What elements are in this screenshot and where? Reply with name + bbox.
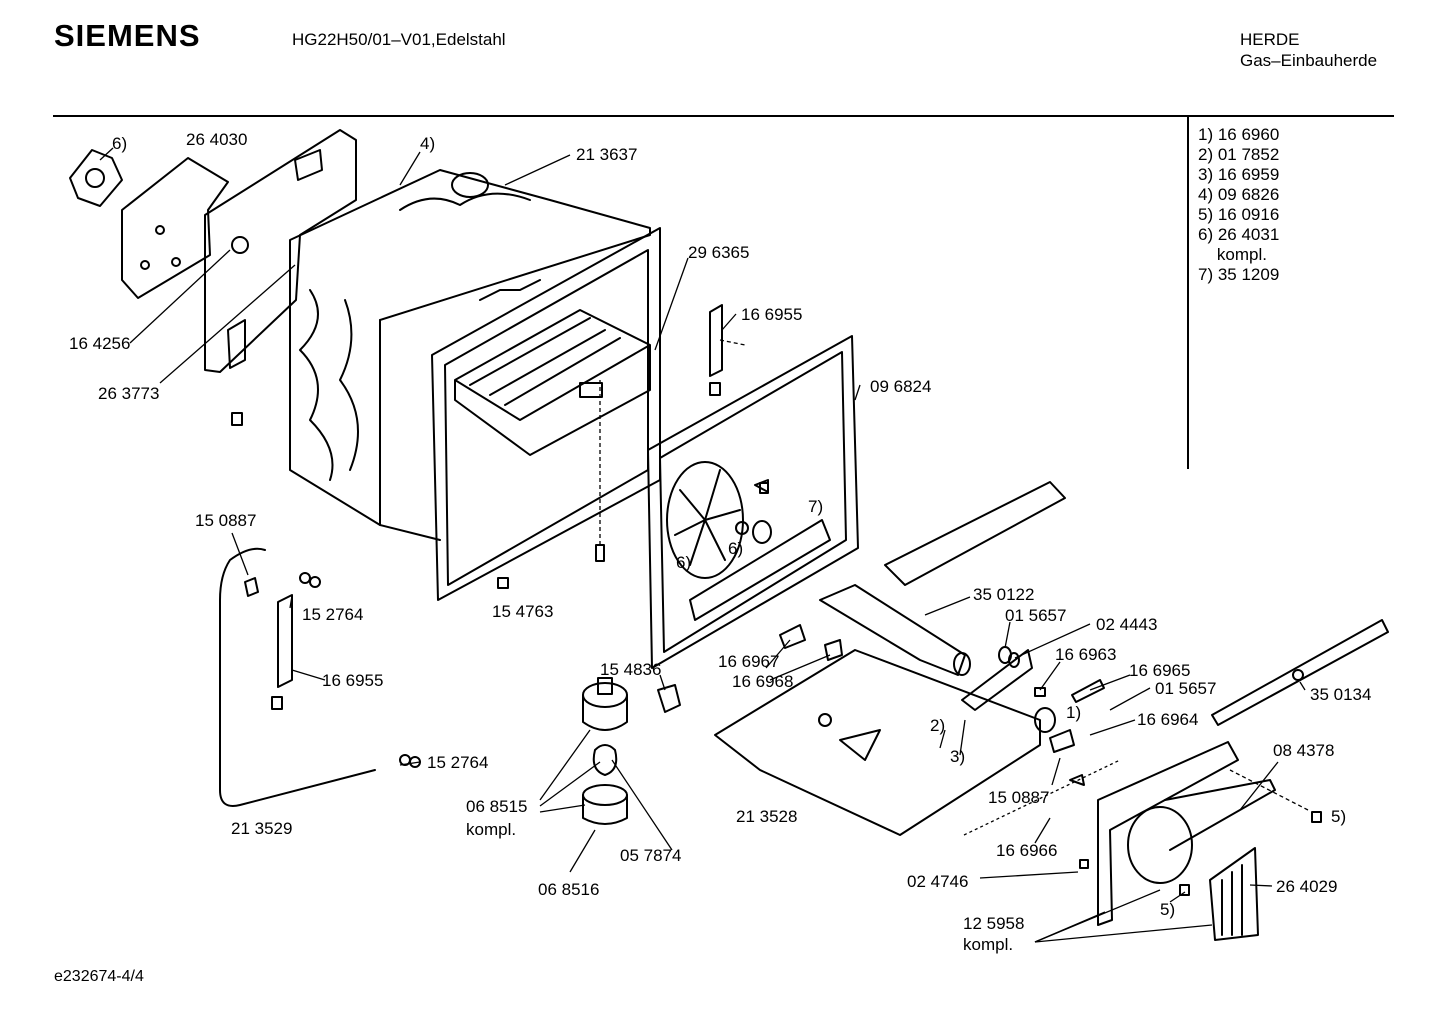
callout-label: 06 8516 <box>538 880 599 899</box>
bracket-top <box>709 304 723 377</box>
cavity-front-frame <box>431 227 661 601</box>
callout-label: 2) <box>930 716 945 735</box>
valve-bracket <box>961 649 1033 711</box>
callout-label: 02 4443 <box>1096 615 1157 634</box>
callout-labels: 6) 26 4030 4) 21 3637 29 6365 16 6955 16… <box>69 130 1371 954</box>
legend-divider <box>1187 117 1189 469</box>
callout-label: 26 4030 <box>186 130 247 149</box>
callout-label: 35 0134 <box>1310 685 1371 704</box>
heating-element <box>454 309 651 456</box>
callout-label: 35 0122 <box>973 585 1034 604</box>
callout-label: 26 4029 <box>1276 877 1337 896</box>
callout-label: 21 3528 <box>736 807 797 826</box>
callout-label: 06 8515 <box>466 797 527 816</box>
legend-item: 7) 35 1209 <box>1198 265 1280 284</box>
side-wall <box>1097 741 1239 926</box>
cover-plate <box>121 157 229 299</box>
nozzle-assembly <box>582 677 628 825</box>
legend-item: 2) 01 7852 <box>1198 145 1280 164</box>
callout-label: 16 6967 <box>718 652 779 671</box>
callout-label: 09 6824 <box>870 377 931 396</box>
callout-label: kompl. <box>466 820 516 839</box>
callout-label: 15 2764 <box>427 753 488 772</box>
legend-item: 5) 16 0916 <box>1198 205 1280 224</box>
callout-label: 21 3529 <box>231 819 292 838</box>
callout-label: 4) <box>420 134 435 153</box>
subcategory-label: Gas–Einbauherde <box>1240 51 1378 70</box>
legend-item: 1) 16 6960 <box>1198 125 1280 144</box>
drawing-id: e232674-4/4 <box>54 968 144 985</box>
callout-label: 05 7874 <box>620 846 681 865</box>
callout-label: 7) <box>808 497 823 516</box>
callout-label: 16 4256 <box>69 334 130 353</box>
burner-tube <box>819 584 966 676</box>
callout-label: 15 0887 <box>988 788 1049 807</box>
category-label: HERDE <box>1240 30 1300 49</box>
callout-label: 16 6966 <box>996 841 1057 860</box>
callout-label: 01 5657 <box>1005 606 1066 625</box>
thermostat-part <box>69 149 123 207</box>
oven-cavity <box>289 169 651 526</box>
callout-label: 15 2764 <box>302 605 363 624</box>
leader-lines <box>99 147 1309 943</box>
brand-logo: SIEMENS <box>54 18 201 53</box>
callout-label: 15 4836 <box>600 660 661 679</box>
grill-rack <box>1209 847 1259 941</box>
callout-label: 6) <box>112 134 127 153</box>
callout-label: 6) <box>676 553 691 572</box>
bottom-tray <box>714 649 1041 836</box>
callout-label: 16 6955 <box>322 671 383 690</box>
callout-label: 15 0887 <box>195 511 256 530</box>
callout-label: 6) <box>728 539 743 558</box>
callout-label: 1) <box>1066 703 1081 722</box>
legend-item: 4) 09 6826 <box>1198 185 1280 204</box>
callout-label: 21 3637 <box>576 145 637 164</box>
callout-label: 01 5657 <box>1155 679 1216 698</box>
top-rail <box>884 481 1066 586</box>
model-title: HG22H50/01–V01,Edelstahl <box>292 30 506 49</box>
header-rule <box>53 115 1394 117</box>
fan-bracket <box>689 519 831 621</box>
callout-label: 16 6965 <box>1129 661 1190 680</box>
callout-label: 3) <box>950 747 965 766</box>
callout-label: 16 6963 <box>1055 645 1116 664</box>
callout-label: 26 3773 <box>98 384 159 403</box>
callout-label: 12 5958 <box>963 914 1024 933</box>
legend-item: 6) 26 4031 <box>1198 225 1280 244</box>
callout-label: 15 4763 <box>492 602 553 621</box>
bracket-left <box>277 594 293 688</box>
callout-label: 08 4378 <box>1273 741 1334 760</box>
callout-label: 02 4746 <box>907 872 968 891</box>
side-rail <box>1211 619 1389 726</box>
callout-label: 5) <box>1331 807 1346 826</box>
legend-item: kompl. <box>1198 245 1267 264</box>
callout-label: kompl. <box>963 935 1013 954</box>
callout-label: 16 6964 <box>1137 710 1198 729</box>
gas-pipe <box>219 547 376 807</box>
legend-item: 3) 16 6959 <box>1198 165 1280 184</box>
callout-label: 5) <box>1160 900 1175 919</box>
fan-part <box>666 461 744 579</box>
parts-legend: 1) 16 6960 2) 01 7852 3) 16 6959 4) 09 6… <box>1198 125 1279 285</box>
callout-label: 16 6955 <box>741 305 802 324</box>
callout-label: 29 6365 <box>688 243 749 262</box>
callout-label: 16 6968 <box>732 672 793 691</box>
door-seal-frame <box>647 335 859 669</box>
